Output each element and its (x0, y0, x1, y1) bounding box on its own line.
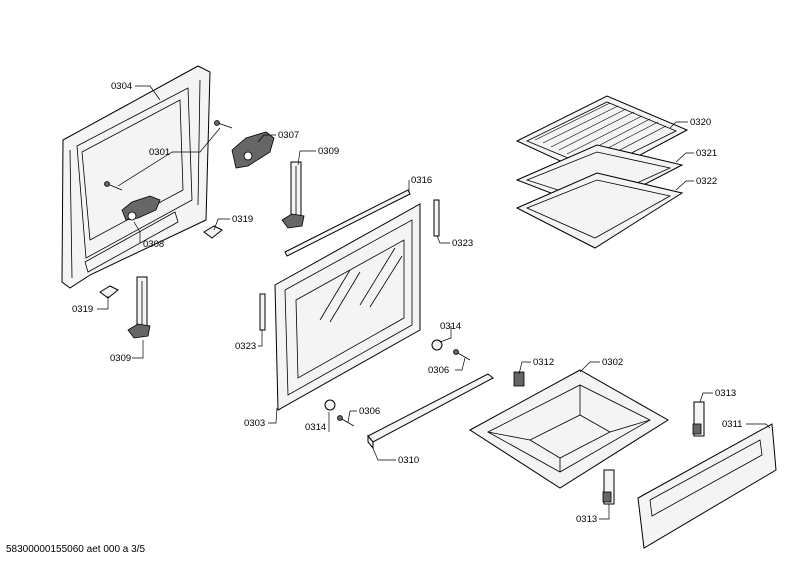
hinge-bracket-0309-upper (281, 161, 305, 229)
pin-0306-upper (453, 349, 471, 361)
label-0313-lower: 0313 (576, 514, 597, 525)
label-0306-upper: 0306 (428, 365, 449, 376)
part-labels: 0304 0301 0307 0309 0308 0319 0319 0309 … (72, 81, 742, 525)
drawer-front-0311 (637, 423, 777, 549)
hinge-0308 (121, 195, 161, 221)
rail-0313-lower (602, 469, 615, 505)
seal-0323-left (259, 293, 266, 331)
rail-0313-right (692, 401, 705, 437)
outer-glass-door (274, 203, 421, 411)
clip-0319-upper (203, 225, 223, 239)
label-0311: 0311 (722, 419, 742, 430)
strip-0316 (284, 189, 411, 257)
label-0306-lower: 0306 (359, 406, 380, 417)
label-0301: 0301 (149, 147, 170, 158)
label-0304: 0304 (111, 81, 132, 92)
label-0303: 0303 (244, 418, 265, 429)
label-0323-right: 0323 (452, 238, 473, 249)
label-0312: 0312 (533, 357, 554, 368)
knob-0314-upper (431, 339, 443, 351)
label-0319-lower: 0319 (72, 304, 93, 315)
label-0314-lower: 0314 (305, 422, 326, 433)
knob-0314-lower (324, 399, 336, 411)
label-0310: 0310 (398, 455, 419, 466)
label-0321: 0321 (696, 148, 717, 159)
hinge-bracket-0309-lower (127, 276, 151, 339)
leader-lines (97, 85, 771, 520)
label-0320: 0320 (690, 117, 711, 128)
screw-0301 (104, 120, 233, 191)
drawer-0302 (469, 369, 669, 489)
label-0319-upper: 0319 (232, 214, 253, 225)
pin-0306-lower (337, 415, 355, 427)
label-0308: 0308 (143, 239, 164, 250)
seal-0323-right (433, 199, 440, 237)
bracket-0312 (513, 371, 525, 387)
document-footer: 58300000155060 aet 000 a 3/5 (6, 544, 145, 555)
label-0313-right: 0313 (715, 388, 736, 399)
label-0316: 0316 (411, 175, 432, 186)
label-0323-left: 0323 (235, 341, 256, 352)
label-0302: 0302 (602, 357, 623, 368)
oven-rack-0320 (515, 95, 689, 179)
clip-0319-lower (99, 285, 119, 299)
door-handle-0310 (367, 373, 494, 450)
inner-door-frame (61, 65, 211, 289)
label-0309-lower: 0309 (110, 353, 131, 364)
label-0307: 0307 (278, 130, 299, 141)
label-0322: 0322 (696, 176, 717, 187)
hinge-0307 (231, 131, 275, 169)
label-0309-upper: 0309 (318, 146, 339, 157)
label-0314-upper: 0314 (440, 321, 461, 332)
baking-tray-0322 (515, 172, 684, 249)
